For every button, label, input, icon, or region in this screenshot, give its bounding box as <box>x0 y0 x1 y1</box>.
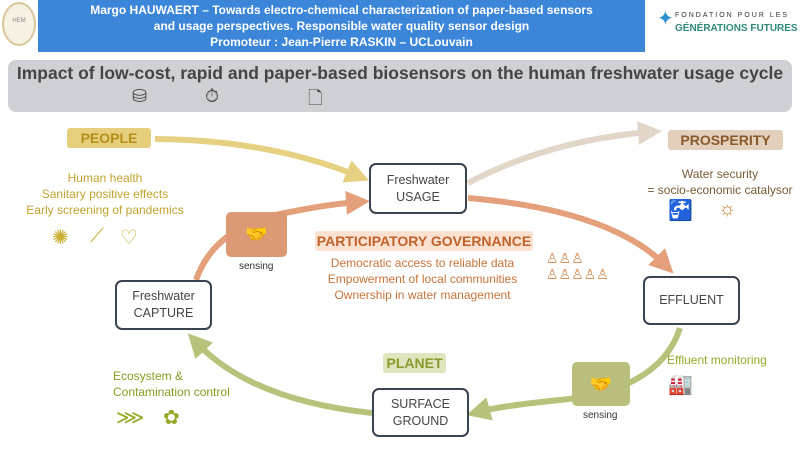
node-surface-ground: SURFACE GROUND <box>372 388 469 437</box>
governance-tag: PARTICIPATORY GOVERNANCE <box>315 231 533 251</box>
prosperity-arrow <box>466 120 662 186</box>
benefit-item: Water security <box>681 167 759 181</box>
title-banner: Impact of low-cost, rapid and paper-base… <box>8 60 792 112</box>
planet-tag: PLANET <box>383 353 446 373</box>
header-line: Promoteur : Jean-Pierre RASKIN – UCLouva… <box>210 35 473 49</box>
logo-text: GÉNÉRATIONS FUTURES <box>675 23 798 34</box>
page-title: Impact of low-cost, rapid and paper-base… <box>16 63 784 83</box>
lotus-icon: ✿ <box>163 407 180 429</box>
lightbulb-icon: ☼ <box>718 198 737 220</box>
tap-hand-icon: 🚰 <box>668 200 693 222</box>
node-label: SURFACE <box>390 396 451 411</box>
benefit-item: Human health <box>67 171 143 185</box>
node-label: CAPTURE <box>133 306 194 320</box>
node-freshwater-usage: Freshwater USAGE <box>369 163 467 214</box>
document-icon: 🗋 <box>308 88 323 108</box>
node-label: GROUND <box>392 413 449 428</box>
coins-icon: ⛁ <box>132 86 148 106</box>
sensing-label: sensing <box>239 261 274 272</box>
ecosystem-item: Contamination control <box>113 385 230 399</box>
header-banner: Margo HAUWAERT – Towards electro-chemica… <box>38 0 645 52</box>
effluent-to-surface-arrow <box>466 327 683 421</box>
ecosystem-text: Ecosystem & Contamination control <box>113 368 230 400</box>
benefit-item: = socio-economic catalysor <box>647 183 793 197</box>
prosperity-benefits: Water security = socio-economic catalyso… <box>640 166 800 198</box>
benefit-item: Sanitary positive effects <box>41 187 169 201</box>
sensing-icon: 🤝 <box>226 212 287 257</box>
virus-icon: ✺ <box>52 227 69 249</box>
toothbrush-icon: ⟋ <box>90 225 104 247</box>
benefit-item: Early screening of pandemics <box>26 203 184 217</box>
node-label: EFFLUENT <box>659 293 724 307</box>
governance-item: Democratic access to reliable data <box>330 256 515 270</box>
logo-left: HEM <box>2 2 36 46</box>
governance-item: Ownership in water management <box>334 288 511 302</box>
ecosystem-item: Ecosystem & <box>113 369 184 383</box>
people-benefits: Human health Sanitary positive effects E… <box>20 170 190 218</box>
governance-item: Empowerment of local communities <box>327 272 518 286</box>
node-freshwater-capture: Freshwater CAPTURE <box>115 280 212 330</box>
node-label: USAGE <box>396 189 440 204</box>
people-tag: PEOPLE <box>67 128 151 148</box>
header-line: and usage perspectives. Responsible wate… <box>153 19 530 33</box>
node-effluent: EFFLUENT <box>643 276 740 325</box>
heartbeat-icon: ♡ <box>120 227 138 249</box>
header-line: Margo HAUWAERT – Towards electro-chemica… <box>90 3 593 17</box>
runner-icon: ✦ <box>657 8 674 30</box>
people-arrow <box>154 136 370 183</box>
logo-text: FONDATION POUR LES <box>675 12 790 19</box>
sensing-icon: 🤝 <box>572 362 630 406</box>
community-icon: ♙♙♙♙♙♙♙♙ <box>546 250 609 282</box>
node-label: Freshwater <box>386 172 450 187</box>
foundation-logo: ✦ FONDATION POUR LES GÉNÉRATIONS FUTURES <box>655 6 800 46</box>
node-label: Freshwater <box>132 289 195 303</box>
stopwatch-icon: ⏱ <box>205 86 220 106</box>
surface-to-capture-arrow <box>187 333 373 416</box>
prosperity-tag: PROSPERITY <box>668 130 783 150</box>
usage-to-effluent-arrow <box>467 195 674 274</box>
sensing-label: sensing <box>583 410 618 421</box>
factory-icon: 🏭 <box>668 374 693 396</box>
governance-items: Democratic access to reliable data Empow… <box>300 255 545 303</box>
effluent-monitoring-text: Effluent monitoring <box>667 353 767 367</box>
fish-icon: ⋙ <box>116 407 145 429</box>
